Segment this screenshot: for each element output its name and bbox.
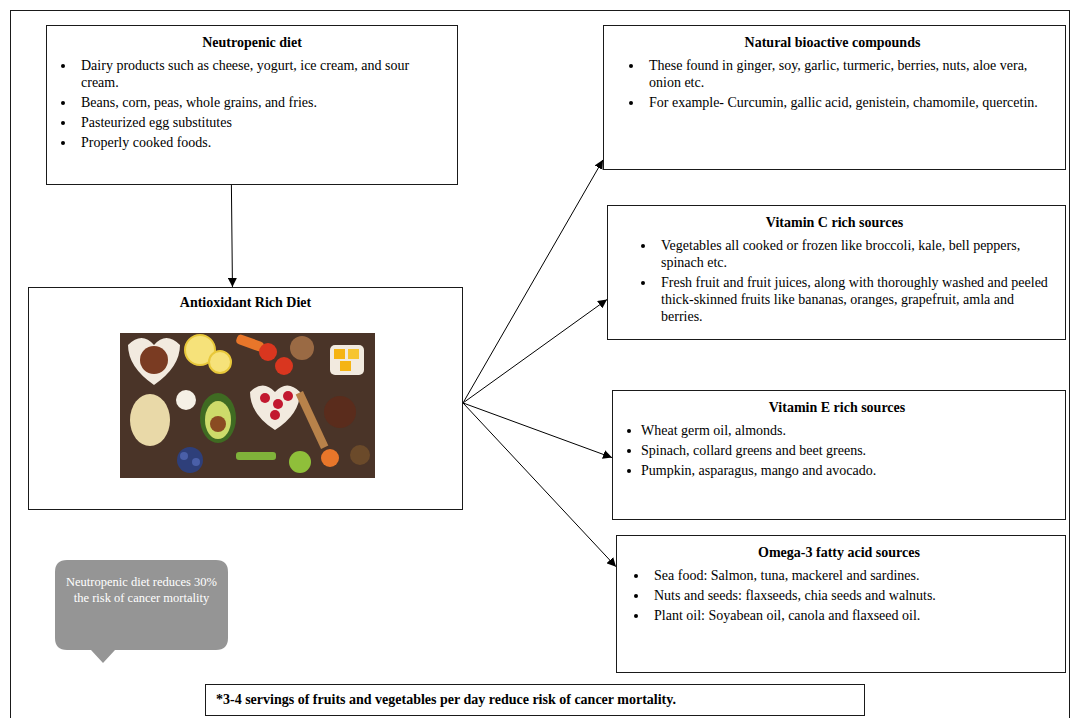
bullet-dot (627, 449, 631, 453)
heart-bowl (250, 386, 300, 431)
bullet-text: Dairy products such as cheese, yogurt, i… (81, 57, 447, 91)
beans (140, 346, 168, 374)
frame-border (11, 11, 1070, 718)
bullet-text: Pumpkin, asparagus, mango and avocado. (641, 462, 1051, 479)
source-box: Vitamin C rich sourcesVegetables all coo… (607, 205, 1066, 340)
bullet-text: These found in ginger, soy, garlic, turm… (649, 57, 1051, 91)
callout-text: Neutropenic diet reduces 30% the risk of… (65, 574, 218, 607)
cinnamon (296, 391, 329, 449)
bullet-dot (629, 101, 633, 105)
avocado-flesh (205, 401, 231, 439)
bullet-dot (629, 64, 633, 68)
bullet-dot (61, 121, 65, 125)
blueberry (180, 452, 188, 460)
box-heading: Vitamin E rich sources (623, 399, 1051, 416)
arrow-connector (463, 300, 607, 403)
box-heading: Natural bioactive compounds (614, 34, 1051, 51)
lentils (350, 445, 370, 465)
bullet-text: Properly cooked foods. (81, 134, 447, 151)
bullet-text: Wheat germ oil, almonds. (641, 422, 1051, 439)
bullet-text: Nuts and seeds: flaxseeds, chia seeds an… (654, 587, 1051, 604)
grain-bowl (130, 394, 170, 446)
source-box: Vitamin E rich sourcesWheat germ oil, al… (612, 390, 1066, 520)
bullet-text: Vegetables all cooked or frozen like bro… (661, 237, 1051, 271)
bullet-dot (61, 141, 65, 145)
mango-bowl (330, 345, 364, 375)
box-heading: Omega-3 fatty acid sources (627, 544, 1051, 561)
bullet-dot (61, 101, 65, 105)
raspberry (260, 393, 270, 403)
bullet-dot (641, 281, 645, 285)
seeds (324, 396, 356, 428)
nuts (290, 336, 314, 360)
tomato (275, 357, 293, 375)
central-box: Antioxidant Rich Diet (28, 287, 463, 510)
blueberries (177, 447, 203, 473)
garlic (176, 390, 196, 410)
photo-ground (120, 333, 375, 478)
arrow-connector (463, 403, 616, 567)
avocado (200, 393, 236, 443)
source-box: Omega-3 fatty acid sourcesSea food: Salm… (616, 535, 1066, 673)
lemon (209, 351, 231, 373)
arrow-connector (463, 403, 612, 458)
bullet-text: Spinach, collard greens and beet greens. (641, 442, 1051, 459)
source-box: Natural bioactive compoundsThese found i… (603, 25, 1066, 170)
raspberry (273, 399, 283, 409)
callout-outline (55, 560, 228, 663)
bullet-dot (634, 614, 638, 618)
callout-bubble: Neutropenic diet reduces 30% the risk of… (55, 560, 228, 650)
arrow-connector (231, 185, 232, 287)
bullet-dot (627, 429, 631, 433)
heart-bowl (128, 338, 180, 385)
bullet-text: Plant oil: Soyabean oil, canola and flax… (654, 607, 1051, 624)
bullet-dot (61, 64, 65, 68)
tomato (259, 343, 277, 361)
bullet-text: Beans, corn, peas, whole grains, and fri… (81, 94, 447, 111)
bullet-text: Fresh fruit and fruit juices, along with… (661, 274, 1051, 325)
mango (340, 361, 351, 371)
avocado-pit (210, 416, 226, 432)
bullet-dot (634, 594, 638, 598)
raspberry (270, 410, 280, 420)
carrot-slice (321, 449, 339, 467)
bullet-text: Pasteurized egg substitutes (81, 114, 447, 131)
box-heading: Antioxidant Rich Diet (39, 294, 452, 311)
raspberry (283, 391, 293, 401)
bullet-dot (634, 574, 638, 578)
celery (236, 452, 276, 460)
food-photo (120, 333, 375, 478)
diet-box: Neutropenic dietDairy products such as c… (46, 25, 458, 185)
arrow-connector (463, 160, 603, 403)
bullet-dot (641, 244, 645, 248)
note-text: *3-4 servings of fruits and vegetables p… (216, 691, 854, 708)
blueberry (192, 458, 200, 466)
kiwi (289, 451, 311, 473)
note-box: *3-4 servings of fruits and vegetables p… (205, 684, 865, 716)
box-heading: Neutropenic diet (57, 34, 447, 51)
mango (348, 349, 359, 359)
box-heading: Vitamin C rich sources (618, 214, 1051, 231)
bullet-dot (627, 469, 631, 473)
bullet-text: For example- Curcumin, gallic acid, geni… (649, 94, 1051, 111)
bullet-text: Sea food: Salmon, tuna, mackerel and sar… (654, 567, 1051, 584)
mango (334, 349, 345, 359)
